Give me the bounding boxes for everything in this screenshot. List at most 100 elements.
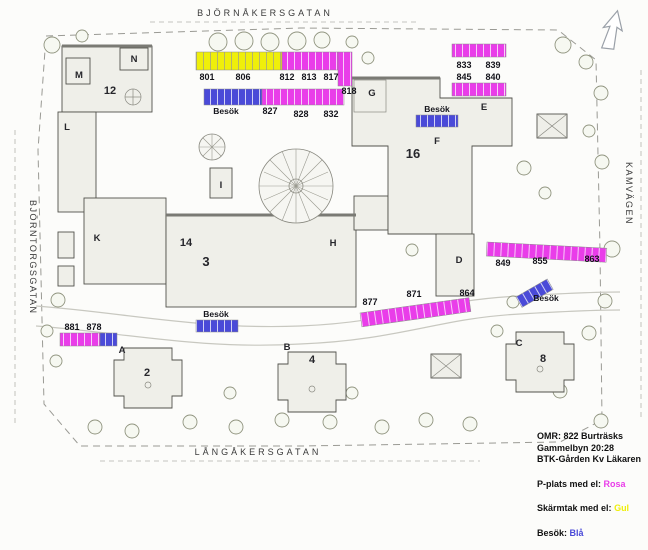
parking-strip-rosa-849-863	[486, 241, 608, 263]
parking-812-label: 812	[279, 72, 294, 82]
street-top-label: BJÖRNÅKERSGATAN	[197, 8, 333, 18]
street-right-label: KAMVÄGEN	[624, 162, 634, 225]
building-16-label: 16	[406, 146, 420, 161]
parking-strip-rosa-881-878	[59, 332, 101, 347]
visitor-strip-bla-16	[415, 114, 459, 128]
shed-east	[536, 113, 568, 139]
legend-pplats-value: Rosa	[603, 478, 626, 489]
parking-strip-rosa-827-832	[261, 88, 345, 106]
room-m	[65, 57, 91, 85]
building-labels: 12 M N L K 14 3 H I G 16 F E D 2 A 4 B 8…	[64, 54, 546, 379]
legend-skarmtak: Skärmtak med el: Gul	[537, 503, 641, 515]
besok-label-16: Besök	[424, 104, 450, 114]
house-8-label: 8	[540, 353, 546, 365]
parking-828-label: 828	[293, 109, 308, 119]
legend-gammelbyn: Gammelbyn 20:28	[537, 442, 615, 453]
room-f-label: F	[434, 136, 440, 147]
room-g	[353, 79, 387, 113]
parking-strip-rosa-818	[337, 51, 353, 87]
visitor-strip-bla-east	[515, 278, 554, 308]
parking-863-label: 863	[584, 254, 599, 264]
street-bottom-label: LÅNGÅKERSGATAN	[195, 447, 322, 457]
parking-labels: 801 806 812 813 817 818 Besök 827 828 83…	[64, 60, 599, 332]
parking-strip-rosa-812-817	[281, 51, 339, 71]
wing-h-label: H	[330, 238, 337, 249]
house-2-label: 2	[144, 367, 150, 379]
house-4-label: 4	[309, 354, 316, 366]
legend-besok: Besök: Blå	[537, 528, 641, 540]
visitor-strip-bla-south	[195, 319, 239, 333]
parking-840-label: 840	[485, 72, 500, 82]
parking-855-label: 855	[532, 256, 547, 266]
visitor-strip-bla-sw	[99, 332, 118, 347]
wing-k-label: K	[94, 233, 101, 244]
site-boundary	[14, 21, 642, 462]
parking-878-label: 878	[86, 322, 101, 332]
parking-strip-rosa-845-840	[451, 82, 507, 97]
legend-pplats-label: P-plats med el:	[537, 478, 602, 489]
house-a-label: A	[119, 345, 126, 356]
legend-btk: BTK-Gården Kv Läkaren	[537, 454, 642, 464]
parking-881-label: 881	[64, 322, 79, 332]
parking-827-label: 827	[262, 106, 277, 116]
house-b-label: B	[284, 342, 291, 353]
house-2	[113, 347, 183, 409]
street-left-label: BJÖRNTORGSGATAN	[28, 200, 38, 315]
parking-818-label: 818	[341, 86, 356, 96]
room-e-label: E	[481, 102, 487, 113]
wing-k	[83, 197, 167, 285]
parking-832-label: 832	[323, 109, 338, 119]
buildings	[57, 44, 575, 413]
legend-skarmtak-label: Skärmtak med el:	[537, 503, 612, 513]
shed-south	[430, 353, 462, 379]
parking-817-label: 817	[323, 72, 338, 82]
legend-skarmtak-value: Gul	[614, 503, 630, 513]
besok-label-south: Besök	[203, 309, 229, 319]
parking-801-label: 801	[199, 72, 214, 82]
legend-omr: OMR: 822 Burträsks	[537, 431, 624, 441]
legend: OMR: 822 Burträsks Gammelbyn 20:28 BTK-G…	[537, 431, 641, 539]
carport-strip-gul-801-806	[195, 51, 283, 71]
building-12-label: 12	[104, 85, 116, 97]
house-8	[505, 331, 575, 393]
parking-877-label: 877	[362, 297, 377, 307]
utility-box-2	[57, 265, 75, 287]
parking-strip-rosa-877-864	[359, 297, 472, 328]
legend-besok-label: Besök:	[537, 527, 568, 538]
north-arrow-icon	[600, 9, 624, 50]
building-3-label: 3	[202, 254, 209, 269]
parking-813-label: 813	[301, 72, 316, 82]
room-m-label: M	[75, 70, 83, 81]
parking-806-label: 806	[235, 72, 250, 82]
building-14-label: 14	[180, 237, 193, 249]
parking-871-label: 871	[406, 289, 421, 299]
wing-l-label: L	[64, 122, 70, 133]
room-g-label: G	[368, 88, 375, 99]
wing-l	[57, 111, 97, 213]
courtyard-circle	[198, 133, 334, 224]
wing-d-label: D	[456, 255, 463, 266]
besok-label-nw: Besök	[213, 106, 239, 116]
legend-pplats: P-plats med el: Rosa	[537, 479, 641, 491]
visitor-strip-bla-nw	[203, 88, 263, 106]
building-i-label: I	[220, 180, 223, 191]
besok-label-east: Besök	[533, 293, 559, 303]
parking-864-label: 864	[459, 288, 474, 298]
parking-845-label: 845	[456, 72, 471, 82]
legend-besok-value: Blå	[569, 527, 584, 538]
building-3-slab	[165, 214, 357, 308]
parking-strips	[59, 43, 608, 347]
utility-box-1	[57, 231, 75, 259]
parking-839-label: 839	[485, 60, 500, 70]
house-c-label: C	[516, 338, 523, 349]
connector	[353, 195, 389, 231]
parking-strip-rosa-833-839	[451, 43, 507, 58]
wing-d	[435, 233, 475, 297]
room-n-label: N	[131, 54, 138, 65]
building-i	[209, 167, 233, 199]
parking-849-label: 849	[495, 258, 510, 268]
room-n	[119, 47, 149, 71]
building-16-block	[351, 77, 513, 235]
